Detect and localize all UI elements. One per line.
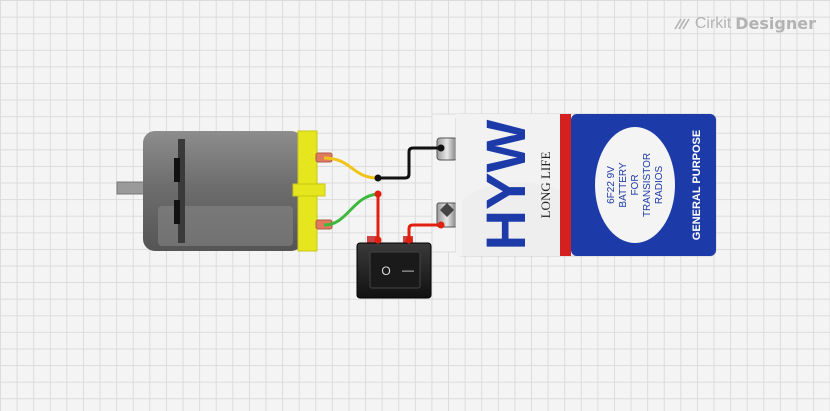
motor-brush-holder xyxy=(292,183,326,197)
battery-brand: HYW xyxy=(474,120,537,251)
battery-red-stripe xyxy=(560,114,571,256)
battery-spec-line: RADIOS xyxy=(654,166,665,205)
logo-text-designer: Designer xyxy=(735,14,816,33)
wire-black[interactable] xyxy=(378,146,441,180)
battery-white-oval xyxy=(595,127,675,243)
wire-yellow[interactable] xyxy=(323,156,379,180)
motor-shaft xyxy=(116,181,148,195)
battery-spec-line: TRANSISTOR xyxy=(642,153,653,217)
junction-node[interactable] xyxy=(437,221,445,229)
cirkit-logo-icon xyxy=(674,18,690,29)
junction-node[interactable] xyxy=(405,236,413,244)
switch-on-symbol: — xyxy=(402,263,414,277)
battery-9v[interactable]: HYW LONG LIFE 6F22 9V BATTERY FOR TRANSI… xyxy=(431,113,717,257)
wires[interactable] xyxy=(323,144,445,244)
logo-text-cirkit: Cirkit xyxy=(694,14,732,32)
junction-node[interactable] xyxy=(437,144,445,152)
cirkit-designer-logo: Cirkit Designer xyxy=(673,14,816,33)
battery-tagline: LONG LIFE xyxy=(538,152,553,219)
switch-off-symbol: O xyxy=(381,264,390,278)
wire-red-switch-battery[interactable] xyxy=(407,223,441,240)
rocker-switch[interactable]: O — xyxy=(356,236,432,299)
battery-purpose: GENERAL PURPOSE xyxy=(691,130,703,240)
motor-body-highlight xyxy=(158,206,293,246)
motor-band xyxy=(178,139,185,243)
battery-spec-block: 6F22 9V BATTERY FOR TRANSISTOR RADIOS xyxy=(606,153,665,217)
wire-green[interactable] xyxy=(323,192,379,227)
junction-node[interactable] xyxy=(374,190,382,198)
battery-spec-line: BATTERY xyxy=(618,162,629,208)
battery-spec-line: 6F22 9V xyxy=(606,166,617,204)
battery-spec-line: FOR xyxy=(630,174,641,195)
switch-rocker[interactable] xyxy=(369,251,421,289)
battery-terminal-positive-detail xyxy=(440,203,454,217)
motor-slot-bottom xyxy=(174,200,180,224)
junction-node[interactable] xyxy=(374,236,382,244)
switch-pin-1[interactable] xyxy=(367,236,377,246)
junction-node[interactable] xyxy=(374,174,382,182)
battery-shading xyxy=(462,182,560,256)
motor-slot-top xyxy=(174,158,180,182)
dc-motor[interactable] xyxy=(116,130,333,252)
